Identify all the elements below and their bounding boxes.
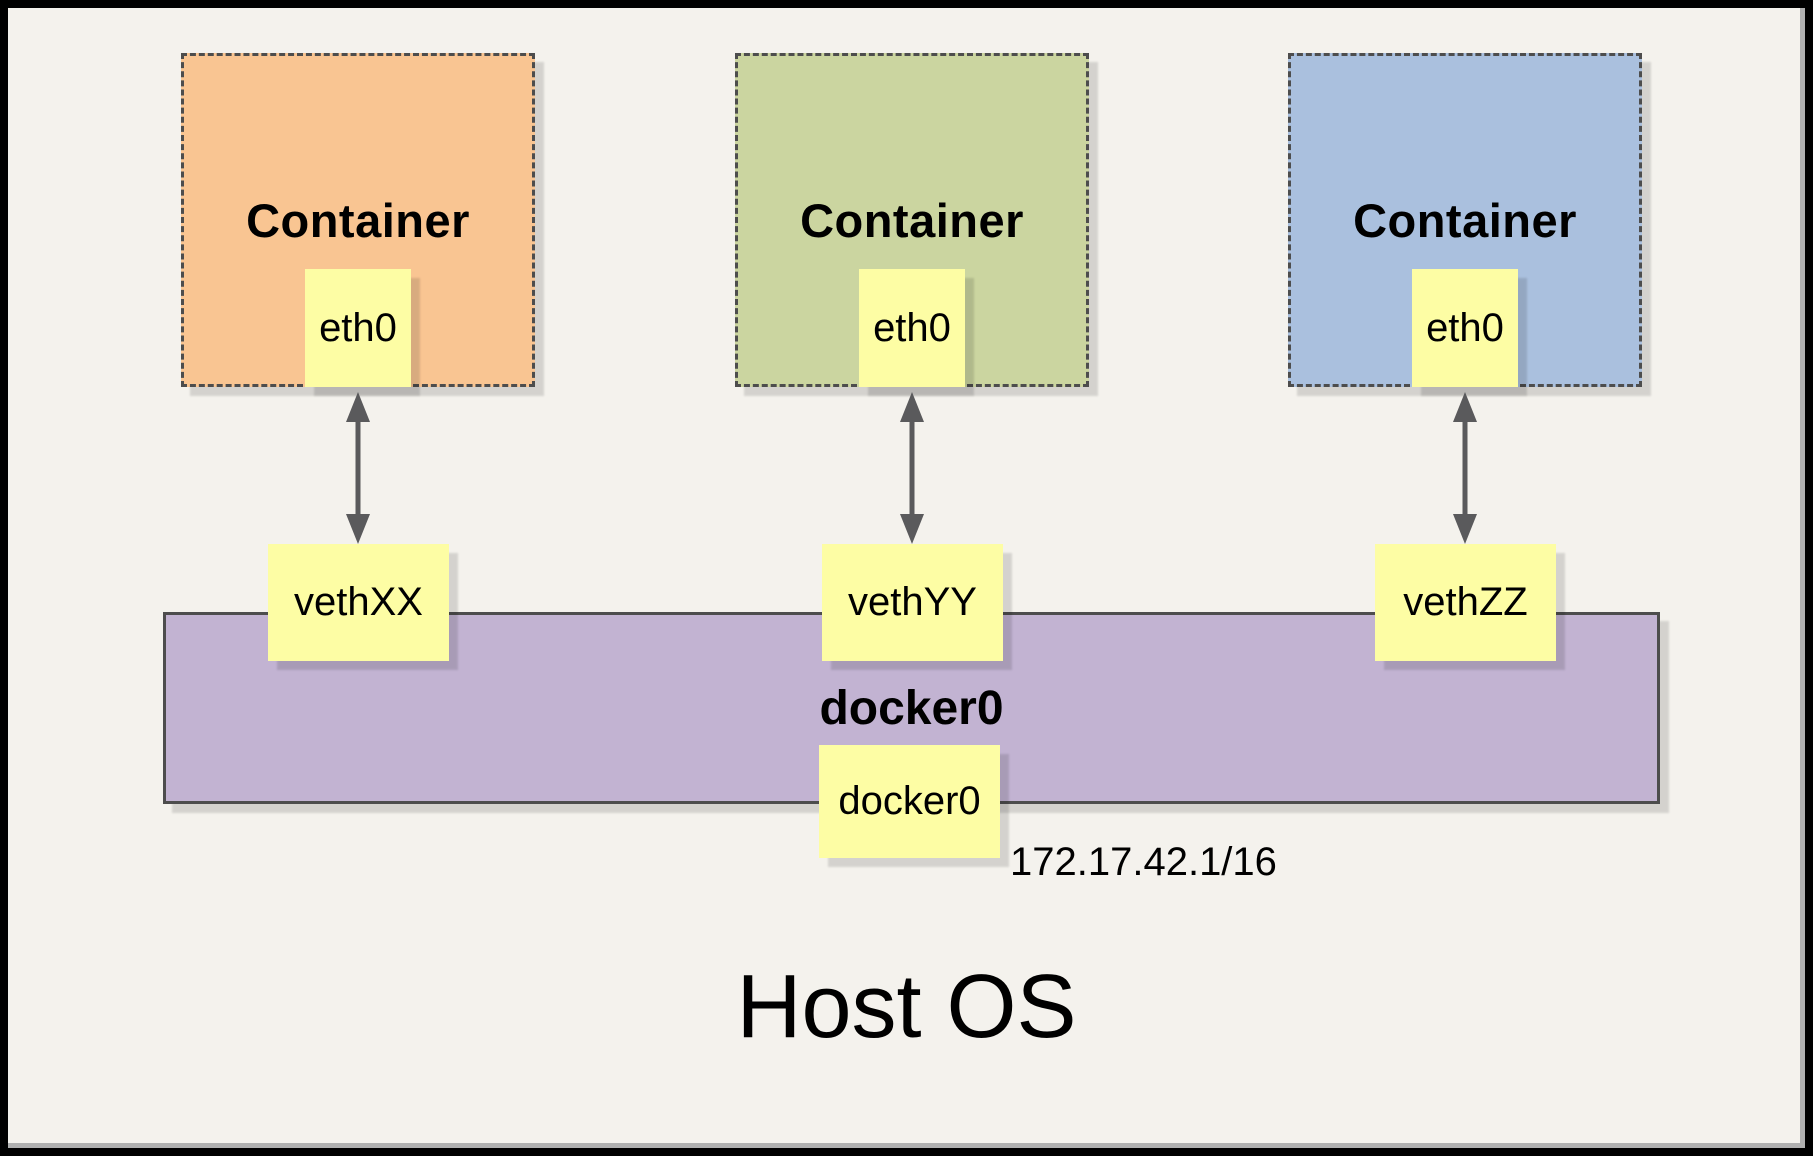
host-os-label: Host OS — [736, 957, 1077, 1057]
bridge-ip-address: 172.17.42.1/16 — [1010, 840, 1277, 884]
vethxx-interface: vethXX — [268, 544, 449, 661]
docker0-interface: docker0 — [819, 745, 1000, 858]
eth0-interface-3: eth0 — [1412, 269, 1518, 387]
eth0-interface-2: eth0 — [859, 269, 965, 387]
eth0-interface-1: eth0 — [305, 269, 411, 387]
double-arrow-icon-3 — [1453, 392, 1477, 544]
double-arrow-icon-1 — [346, 392, 370, 544]
vethzz-interface: vethZZ — [1375, 544, 1556, 661]
vethyy-interface: vethYY — [822, 544, 1003, 661]
container-label-1: Container — [246, 193, 470, 247]
container-box-3: Container eth0 — [1288, 53, 1642, 387]
container-label-3: Container — [1353, 193, 1577, 247]
container-label-2: Container — [800, 193, 1024, 247]
container-box-1: Container eth0 — [181, 53, 535, 387]
container-box-2: Container eth0 — [735, 53, 1089, 387]
double-arrow-icon-2 — [900, 392, 924, 544]
docker0-bridge-label: docker0 — [819, 681, 1004, 735]
